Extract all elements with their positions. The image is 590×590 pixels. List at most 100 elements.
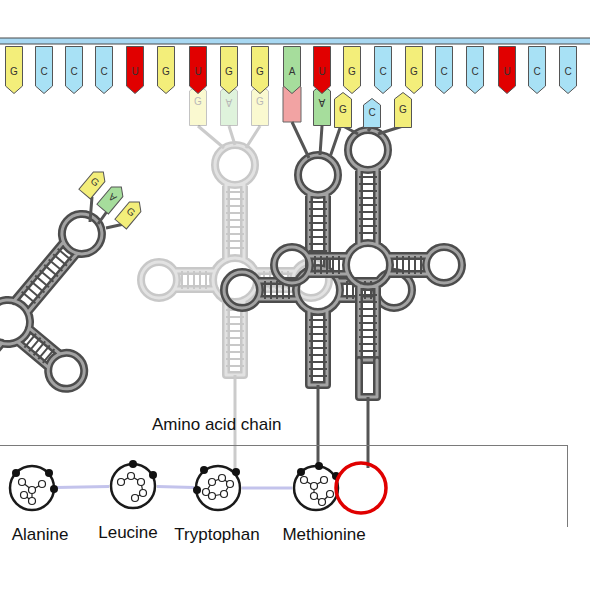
codon-base — [284, 47, 301, 94]
molecule-atom — [209, 479, 216, 486]
mrna-strand — [0, 38, 590, 44]
molecule-atom — [118, 479, 125, 486]
peptide-bond — [242, 487, 292, 490]
new-amino-acid — [336, 463, 386, 513]
codon-base: A — [283, 46, 301, 94]
amino-link — [367, 397, 370, 468]
base-letter: C — [35, 66, 53, 78]
codon-base: U — [498, 46, 516, 94]
molecule-group — [12, 469, 20, 477]
codon-base — [406, 47, 423, 94]
node-outline — [292, 464, 340, 512]
leaving-trna — [0, 158, 167, 455]
peptide-bond — [157, 485, 194, 489]
codon-base: U — [126, 46, 144, 94]
trna-molecule — [0, 158, 167, 455]
chain-heading: Amino acid chain — [152, 415, 281, 435]
amino-acid-name: Leucine — [98, 523, 158, 543]
codon-base: G — [157, 46, 175, 94]
codon-base — [66, 47, 83, 94]
anticodon-base — [190, 85, 207, 126]
molecule-atom — [132, 495, 139, 502]
amino-acid: Methionine — [292, 464, 340, 512]
anticodon-base — [97, 182, 127, 214]
base-letter: A — [313, 96, 331, 108]
codon-base — [499, 47, 516, 94]
base-letter: G — [405, 66, 423, 78]
codon-base — [252, 47, 269, 94]
amino-acid-circle — [196, 466, 240, 510]
codon-base — [436, 47, 453, 94]
molecule-atom — [301, 477, 308, 484]
anticodon-base — [364, 99, 381, 128]
base-letter: G — [343, 66, 361, 78]
base-letter: C — [374, 66, 392, 78]
codon-base: G — [343, 46, 361, 94]
amino-acid: Alanine — [8, 464, 56, 512]
codon-base: U — [313, 46, 331, 94]
codon-base: U — [189, 46, 207, 94]
molecule-group — [297, 468, 305, 476]
codon-base: C — [374, 46, 392, 94]
base-letter: C — [466, 66, 484, 78]
base-letter: U — [126, 66, 144, 78]
base-letter: G — [189, 96, 207, 108]
codon-base: C — [35, 46, 53, 94]
codon-base — [158, 47, 175, 94]
base-letter: U — [313, 66, 331, 78]
codon-base: G — [5, 46, 23, 94]
base-letter: G — [394, 104, 412, 116]
node-outline — [194, 464, 242, 512]
base-letter: C — [95, 66, 113, 78]
molecule-atom — [209, 493, 216, 500]
anticodon-base: G — [394, 92, 412, 128]
anticodon-base — [115, 197, 145, 229]
molecule-group — [45, 469, 53, 477]
base-letter: U — [189, 66, 207, 78]
codon-base — [221, 47, 238, 94]
codon-base: C — [559, 46, 577, 94]
codon-base — [375, 47, 392, 94]
codon-base — [529, 47, 546, 94]
incoming-trna — [274, 126, 462, 468]
amino-acid-circle — [111, 464, 155, 508]
codon-base: C — [466, 46, 484, 94]
codon-base: C — [65, 46, 83, 94]
anticodon-base: G — [334, 92, 352, 128]
base-letter: C — [435, 66, 453, 78]
trna-tube-inner — [359, 360, 377, 397]
molecule-group — [315, 462, 323, 470]
base-letter: G — [251, 66, 269, 78]
base-letter: C — [559, 66, 577, 78]
base-letter: G — [220, 66, 238, 78]
codon-base: C — [95, 46, 113, 94]
anticodon-base — [221, 85, 238, 126]
molecule-group — [149, 471, 157, 479]
molecule-group — [200, 466, 208, 474]
molecule-group — [332, 472, 340, 480]
molecule-atom — [29, 487, 36, 494]
codon-base: G — [251, 46, 269, 94]
trna-molecule — [274, 130, 462, 360]
amino-acid-name: Alanine — [12, 525, 69, 545]
molecule-atom — [39, 481, 46, 488]
base-letter: A — [283, 66, 301, 78]
amino-link — [317, 385, 320, 468]
molecule-group — [50, 485, 58, 493]
anticodon-base — [79, 167, 109, 199]
base-letter: C — [528, 66, 546, 78]
peptide-bond — [56, 486, 109, 487]
molecule-atom — [19, 479, 26, 486]
molecule-atom — [221, 491, 228, 498]
molecule-atom — [138, 479, 145, 486]
codon-base — [127, 47, 144, 94]
amino-acid-circle — [294, 466, 338, 510]
trna-tube-outer — [359, 360, 377, 397]
codon-base — [6, 47, 23, 94]
codon-base: G — [405, 46, 423, 94]
codon-base — [467, 47, 484, 94]
amino-acid-name: Tryptophan — [174, 525, 259, 545]
base-letter: G — [157, 66, 175, 78]
molecule-atom — [219, 475, 226, 482]
